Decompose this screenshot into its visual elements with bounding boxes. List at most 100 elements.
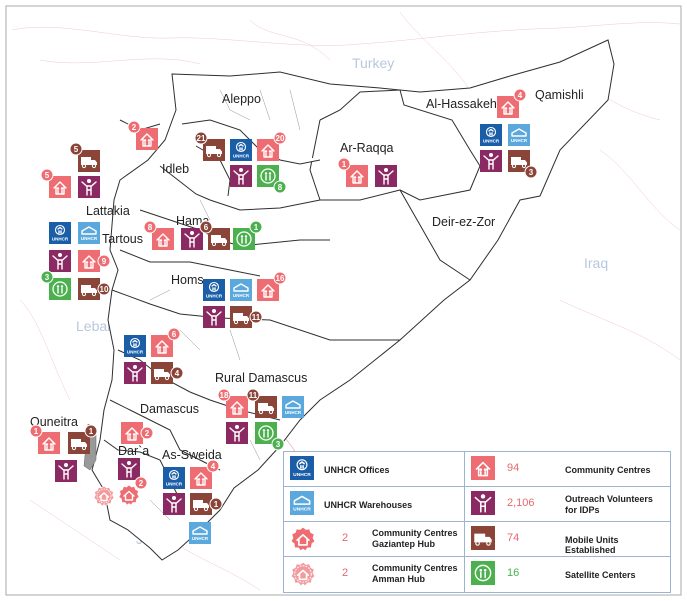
country-label-iraq: Iraq: [584, 255, 608, 271]
unhcr-office-icon: UNHCR: [124, 335, 146, 357]
satellite-center-icon: [255, 422, 277, 444]
count-badge-value: 16: [276, 274, 285, 283]
community-centre-icon: [226, 396, 248, 418]
count-badge-circle: [206, 459, 220, 473]
legend-count-outreach-volunteers: 2,106: [507, 497, 535, 509]
count-badge-value: 3: [45, 273, 50, 282]
city-label-aleppo: Aleppo: [222, 92, 261, 106]
count-badge-value: 1: [34, 427, 39, 436]
outreach-volunteer-icon: [163, 493, 185, 515]
unhcr-office-icon: UNHCR: [203, 279, 225, 301]
count-badge-circle: [134, 476, 148, 490]
unhcr-office-icon: UNHCR: [290, 456, 314, 480]
count-badge: 11: [249, 310, 263, 324]
satellite-center-icon: [233, 228, 255, 250]
count-badge-circle: [84, 424, 98, 438]
community-centre-icon: [152, 228, 174, 250]
count-badge-circle: [209, 497, 223, 511]
city-label-qamishli: Qamishli: [535, 88, 584, 102]
legend-count-amman: 2: [342, 567, 349, 579]
count-badge-circle: [337, 157, 351, 171]
unhcr-icon-text: UNHCR: [285, 410, 302, 415]
count-badge-circle: [249, 310, 263, 324]
unhcr-icon-text: UNHCR: [81, 236, 98, 241]
satellite-center-icon: [471, 561, 495, 585]
outreach-volunteer-icon: [118, 458, 140, 480]
count-badge-value: 8: [278, 183, 283, 192]
legend-label-outreach-1: Outreach Volunteers: [565, 494, 653, 504]
outreach-volunteer-icon: [78, 176, 100, 198]
count-badge: 1: [337, 157, 351, 171]
count-badge-value: 5: [45, 171, 50, 180]
outreach-volunteer-icon: [124, 362, 146, 384]
count-badge: 10: [97, 282, 111, 296]
gaziantep-hub-icon: [290, 526, 316, 552]
legend-item-offices: UNHCR UNHCR Offices: [284, 452, 465, 487]
mobile-unit-icon: [190, 493, 212, 515]
count-badge-circle: [194, 131, 208, 145]
count-badge: 6: [167, 327, 181, 341]
legend-label-gaziantep-1: Community Centres: [372, 528, 458, 538]
outreach-volunteer-icon: [226, 422, 248, 444]
unhcr-office-icon: UNHCR: [230, 139, 252, 161]
count-badge-value: 1: [214, 500, 219, 509]
mobile-unit-icon: [230, 306, 252, 328]
count-badge-circle: [249, 220, 263, 234]
count-badge-value: 20: [276, 134, 285, 143]
count-badge: 8: [143, 220, 157, 234]
count-badge-value: 4: [518, 91, 523, 100]
mobile-unit-icon: [68, 432, 90, 454]
country-label-turkey: Turkey: [352, 55, 394, 71]
legend-label-amman-1: Community Centres: [372, 563, 458, 573]
count-badge-value: 6: [172, 330, 177, 339]
legend-label-satellite-centers: Satellite Centers: [565, 570, 636, 580]
count-badge-value: 3: [276, 440, 281, 449]
count-badge-value: 6: [204, 223, 209, 232]
city-label-ar-raqqa: Ar-Raqqa: [340, 141, 394, 155]
mobile-unit-icon: [255, 396, 277, 418]
count-badge-circle: [273, 131, 287, 145]
unhcr-warehouse-icon: UNHCR: [508, 124, 530, 146]
count-badge-value: 10: [100, 285, 109, 294]
count-badge: 8: [273, 180, 287, 194]
count-badge-circle: [273, 271, 287, 285]
count-badge-circle: [513, 88, 527, 102]
legend-label-outreach-2: for IDPs: [565, 505, 600, 515]
mobile-unit-icon: [203, 139, 225, 161]
outreach-volunteer-icon: [55, 460, 77, 482]
city-label-as-sweida: As-Sweida: [162, 448, 222, 462]
count-badge-circle: [524, 165, 538, 179]
city-label-idleb: Idleb: [162, 162, 189, 176]
unhcr-office-icon: UNHCR: [49, 222, 71, 244]
count-badge-circle: [246, 388, 260, 402]
city-label-al-hassakeh: Al-Hassakeh: [426, 97, 497, 111]
city-label-quneitra: Quneitra: [30, 415, 78, 429]
count-badge-value: 8: [148, 223, 153, 232]
city-label-daraa: Dar`a: [118, 444, 149, 458]
count-badge-value: 1: [89, 427, 94, 436]
outreach-volunteer-icon: [230, 165, 252, 187]
unhcr-icon-text: UNHCR: [127, 350, 144, 355]
community-centre-icon: [151, 335, 173, 357]
legend-item-community-centres: 94 Community Centres: [465, 452, 670, 487]
count-badge-value: 5: [74, 145, 79, 154]
count-badge-circle: [143, 220, 157, 234]
community-centre-icon: [136, 128, 158, 150]
unhcr-icon-text: UNHCR: [233, 154, 250, 159]
count-badge: 3: [271, 437, 285, 451]
unhcr-warehouse-icon: UNHCR: [230, 279, 252, 301]
count-badge: 11: [246, 388, 260, 402]
community-centre-icon: [257, 139, 279, 161]
count-badge-circle: [29, 424, 43, 438]
count-badge: 3: [524, 165, 538, 179]
amman-hub-icon: [290, 561, 316, 587]
unhcr-icon-text: UNHCR: [52, 237, 69, 242]
unhcr-icon-text: UNHCR: [483, 139, 500, 144]
outreach-volunteer-icon: [375, 165, 397, 187]
count-badge-value: 2: [132, 123, 137, 132]
legend-item-mobile-units: 74 Mobile Units Established: [465, 522, 670, 557]
mobile-unit-icon: [208, 228, 230, 250]
count-badge: 9: [97, 254, 111, 268]
